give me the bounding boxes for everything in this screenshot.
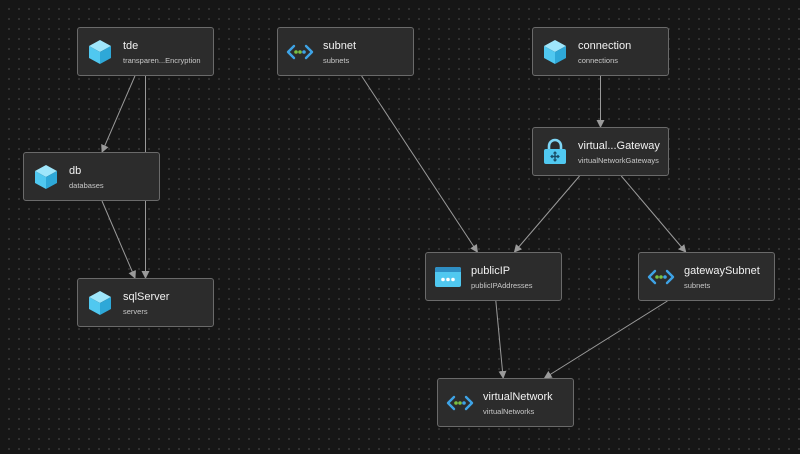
network-icon <box>647 263 675 291</box>
node-subtitle: virtualNetworkGateways <box>578 156 659 165</box>
node-title: virtual...Gateway <box>578 140 660 152</box>
node-subtitle: databases <box>69 181 104 190</box>
node-subtitle: connections <box>578 56 619 65</box>
node-title: db <box>69 165 82 177</box>
public-ip-icon <box>434 263 462 291</box>
node-virtualNetwork[interactable]: virtualNetwork virtualNetworks <box>437 378 574 427</box>
cube-icon <box>86 38 114 66</box>
node-subtitle: publicIPAddresses <box>471 281 533 290</box>
node-title: sqlServer <box>123 291 170 303</box>
node-tde[interactable]: tde transparen...Encryption <box>77 27 214 76</box>
node-title: virtualNetwork <box>483 391 553 403</box>
node-title: tde <box>123 40 139 52</box>
node-title: subnet <box>323 40 357 52</box>
edge-subnet-to-publicIP <box>361 75 478 253</box>
node-subtitle: subnets <box>684 281 711 290</box>
network-icon <box>446 389 474 417</box>
node-publicIP[interactable]: publicIP publicIPAddresses <box>425 252 562 301</box>
node-db[interactable]: db databases <box>23 152 160 201</box>
cube-icon <box>86 289 114 317</box>
node-title: publicIP <box>471 265 511 277</box>
edge-db-to-sqlServer <box>101 200 136 279</box>
edge-gateway-to-publicIP <box>513 175 580 253</box>
node-subtitle: servers <box>123 307 148 316</box>
edge-gateway-to-gatewaySubnet <box>620 175 687 253</box>
node-gatewaySubnet[interactable]: gatewaySubnet subnets <box>638 252 775 301</box>
edge-tde-to-db <box>101 75 136 153</box>
cube-icon <box>32 163 60 191</box>
node-title: connection <box>578 40 632 52</box>
node-sqlServer[interactable]: sqlServer servers <box>77 278 214 327</box>
node-gateway[interactable]: virtual...Gateway virtualNetworkGateways <box>532 127 669 176</box>
network-icon <box>286 38 314 66</box>
edge-gatewaySubnet-to-virtualNetwork <box>543 300 668 379</box>
node-subtitle: transparen...Encryption <box>123 56 201 65</box>
cube-icon <box>541 38 569 66</box>
node-title: gatewaySubnet <box>684 265 760 277</box>
node-subtitle: subnets <box>323 56 350 65</box>
node-subnet[interactable]: subnet subnets <box>277 27 414 76</box>
node-connection[interactable]: connection connections <box>532 27 669 76</box>
gateway-lock-icon <box>541 138 569 166</box>
edge-publicIP-to-virtualNetwork <box>495 300 507 379</box>
node-subtitle: virtualNetworks <box>483 407 535 416</box>
